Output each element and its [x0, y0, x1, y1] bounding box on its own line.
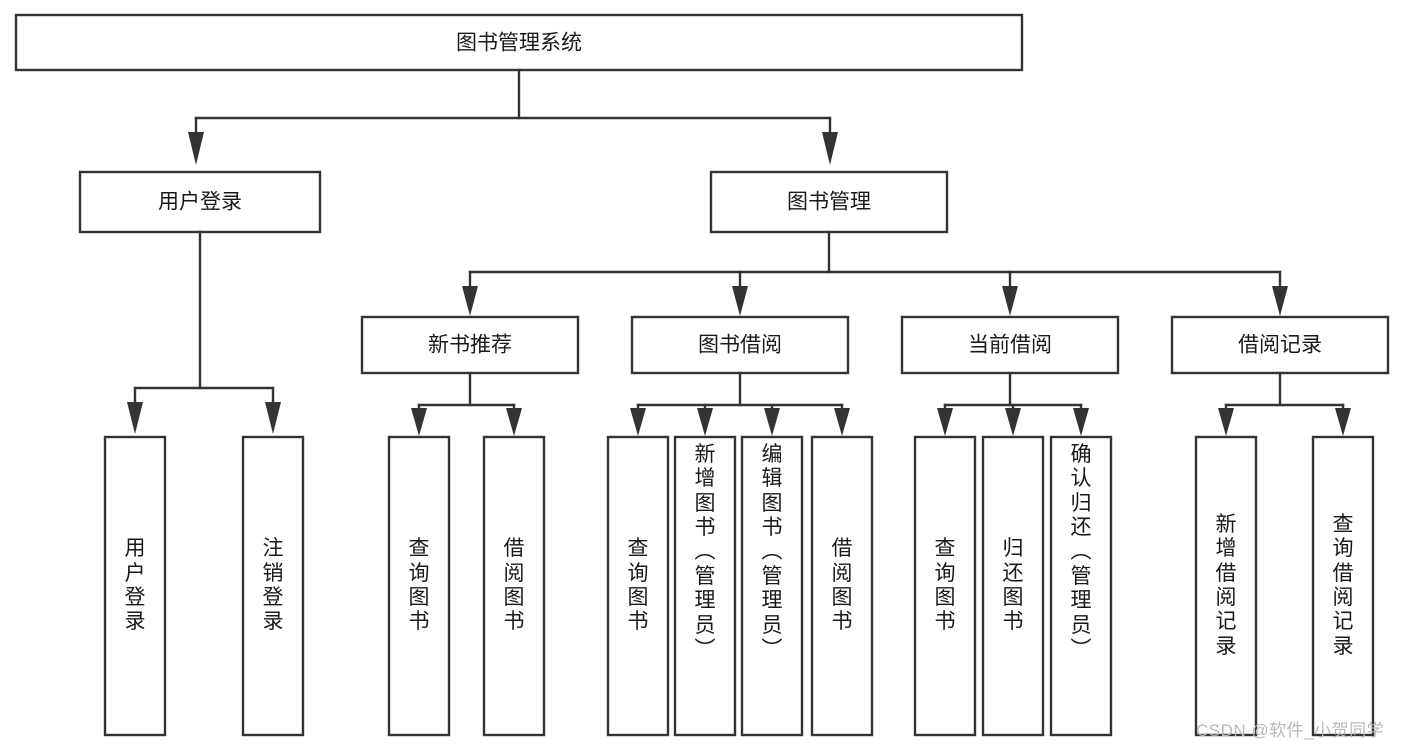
leaf-box-book-borrow-0[interactable]: [606, 435, 670, 737]
node-root[interactable]: 图书管理系统: [14, 13, 1024, 72]
leaf-box-borrow-record-0[interactable]: [1194, 435, 1258, 737]
leaf-box-borrow-record-1[interactable]: [1311, 435, 1375, 737]
node-root-box[interactable]: [14, 13, 1024, 72]
leaf-box-user-login-1[interactable]: [241, 435, 305, 737]
node-new-book-recommend-box[interactable]: [360, 315, 580, 375]
arrow-head-icon: [265, 402, 281, 434]
arrow-head-icon: [822, 132, 838, 165]
arrow-head-icon: [1272, 286, 1288, 316]
leaf-box-new-book-recommend-0[interactable]: [387, 435, 451, 737]
arrow-head-icon: [1002, 286, 1018, 316]
arrow-head-icon: [462, 286, 478, 316]
arrow-head-icon: [630, 408, 646, 436]
arrow-head-icon: [1218, 408, 1234, 436]
arrow-head-icon: [1335, 408, 1351, 436]
node-book-management-box[interactable]: [709, 170, 949, 234]
node-book-management[interactable]: 图书管理: [709, 170, 949, 234]
leaf-box-book-borrow-2[interactable]: [740, 435, 804, 737]
arrow-head-icon: [937, 408, 953, 436]
arrow-head-icon: [188, 132, 204, 165]
arrow-head-icon: [732, 286, 748, 316]
leaf-box-book-borrow-1[interactable]: [673, 435, 737, 737]
arrow-head-icon: [697, 408, 713, 436]
arrow-head-icon: [411, 408, 427, 436]
arrow-head-icon: [1005, 408, 1021, 436]
node-book-borrow[interactable]: 图书借阅: [630, 315, 850, 375]
node-current-borrow[interactable]: 当前借阅: [900, 315, 1120, 375]
leaf-box-current-borrow-1[interactable]: [981, 435, 1045, 737]
node-new-book-recommend-label: 新书推荐: [428, 334, 512, 357]
leaf-box-new-book-recommend-1[interactable]: [482, 435, 546, 737]
node-root-label: 图书管理系统: [456, 32, 582, 55]
node-book-management-label: 图书管理: [787, 191, 871, 214]
leaf-box-book-borrow-3[interactable]: [810, 435, 874, 737]
arrow-head-icon: [764, 408, 780, 436]
node-current-borrow-box[interactable]: [900, 315, 1120, 375]
node-current-borrow-label: 当前借阅: [968, 334, 1052, 357]
node-user-login-label: 用户登录: [158, 191, 242, 214]
leaf-box-current-borrow-2[interactable]: [1049, 435, 1113, 737]
arrow-head-icon: [506, 408, 522, 436]
node-borrow-record-label: 借阅记录: [1238, 334, 1322, 357]
watermark-text: CSDN @软件_小贺同学: [1196, 721, 1385, 740]
leaf-box-current-borrow-0[interactable]: [913, 435, 977, 737]
node-new-book-recommend[interactable]: 新书推荐: [360, 315, 580, 375]
node-book-borrow-label: 图书借阅: [698, 334, 782, 357]
arrow-head-icon: [834, 408, 850, 436]
arrow-head-icon: [1073, 408, 1089, 436]
leaf-box-user-login-0[interactable]: [103, 435, 167, 737]
node-book-borrow-box[interactable]: [630, 315, 850, 375]
node-borrow-record[interactable]: 借阅记录: [1170, 315, 1390, 375]
node-user-login[interactable]: 用户登录: [78, 170, 322, 234]
node-borrow-record-box[interactable]: [1170, 315, 1390, 375]
arrow-head-icon: [127, 402, 143, 434]
